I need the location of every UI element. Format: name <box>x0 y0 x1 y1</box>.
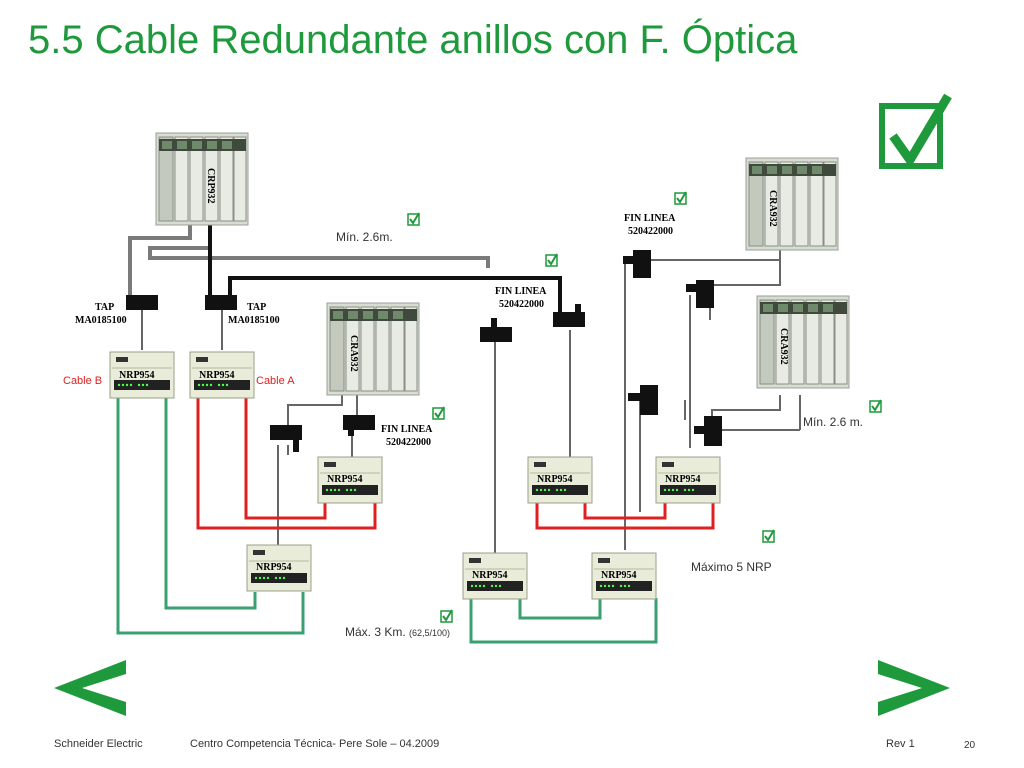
check-box-icon <box>440 609 453 623</box>
svg-text:520422000: 520422000 <box>628 226 673 237</box>
crp932-rack: CRP932 <box>155 132 249 226</box>
tap-connectors <box>126 250 722 452</box>
min-distance-right: Mín. 2.6 m. <box>803 415 863 429</box>
fin-linea-label-3: FIN LINEA 520422000 <box>381 424 433 448</box>
svg-text:520422000: 520422000 <box>499 299 544 310</box>
svg-text:520422000: 520422000 <box>386 437 431 448</box>
svg-text:NRP954: NRP954 <box>472 570 508 581</box>
footer-page: 20 <box>964 740 976 751</box>
nrp954-module-4: NRP954 <box>246 544 312 592</box>
check-box-icon <box>869 399 882 413</box>
arrow-right-icon[interactable] <box>878 660 950 716</box>
svg-text:TAP: TAP <box>247 302 266 313</box>
check-box-icon <box>879 93 952 169</box>
footer-rev: Rev 1 <box>886 738 915 750</box>
svg-text:MA0185100: MA0185100 <box>228 315 280 326</box>
trunk-cable-gray <box>128 225 490 298</box>
svg-text:NRP954: NRP954 <box>601 570 637 581</box>
svg-text:CRA932: CRA932 <box>778 328 789 365</box>
tap-label-right: TAP MA0185100 <box>228 302 280 326</box>
check-box-icon <box>432 406 445 420</box>
min-distance-top: Mín. 2.6m. <box>336 230 393 244</box>
cra932-rack-3: CRA932 <box>756 295 850 389</box>
check-box-icon <box>407 212 420 226</box>
check-box-icon <box>762 529 775 543</box>
fin-linea-label-1: FIN LINEA 520422000 <box>495 286 547 310</box>
nrp954-module-6: NRP954 <box>655 456 721 504</box>
nrp954-module-8: NRP954 <box>591 552 657 600</box>
svg-text:NRP954: NRP954 <box>256 562 292 573</box>
svg-text:NRP954: NRP954 <box>537 474 573 485</box>
cable-a-red <box>196 398 715 530</box>
nrp954-module-1: NRP954 <box>109 351 175 399</box>
fiber-optic-green <box>116 398 658 644</box>
trunk-cable-black <box>208 225 562 312</box>
nrp954-module-2: NRP954 <box>189 351 255 399</box>
footer-company: Schneider Electric <box>54 738 143 750</box>
svg-text:NRP954: NRP954 <box>665 474 701 485</box>
svg-text:CRP932: CRP932 <box>205 168 216 204</box>
svg-text:NRP954: NRP954 <box>199 370 235 381</box>
cra932-rack-1: CRA932 <box>326 302 420 396</box>
svg-text:NRP954: NRP954 <box>119 370 155 381</box>
page-title: 5.5 Cable Redundante anillos con F. Ópti… <box>28 18 798 62</box>
svg-text:MA0185100: MA0185100 <box>75 315 127 326</box>
svg-text:FIN LINEA: FIN LINEA <box>624 213 676 224</box>
max-km-label: Máx. 3 Km. (62,5/100) <box>345 625 450 639</box>
cable-b-label: Cable B <box>63 375 102 387</box>
svg-text:TAP: TAP <box>95 302 114 313</box>
tap-label-left: TAP MA0185100 <box>75 302 127 326</box>
cable-a-label: Cable A <box>256 375 295 387</box>
check-box-icon <box>545 253 558 267</box>
nrp954-module-5: NRP954 <box>527 456 593 504</box>
fin-linea-label-2: FIN LINEA 520422000 <box>624 213 676 237</box>
svg-text:FIN LINEA: FIN LINEA <box>381 424 433 435</box>
max-nrp-label: Máximo 5 NRP <box>691 560 772 574</box>
footer-center: Centro Competencia Técnica- Pere Sole – … <box>190 738 440 750</box>
svg-text:FIN LINEA: FIN LINEA <box>495 286 547 297</box>
check-box-icon <box>674 191 687 205</box>
nrp954-module-3: NRP954 <box>317 456 383 504</box>
arrow-left-icon[interactable] <box>54 660 126 716</box>
svg-text:CRA932: CRA932 <box>767 190 778 227</box>
svg-text:NRP954: NRP954 <box>327 474 363 485</box>
svg-text:CRA932: CRA932 <box>348 335 359 372</box>
cra932-rack-2: CRA932 <box>745 157 839 251</box>
nrp954-module-7: NRP954 <box>462 552 528 600</box>
